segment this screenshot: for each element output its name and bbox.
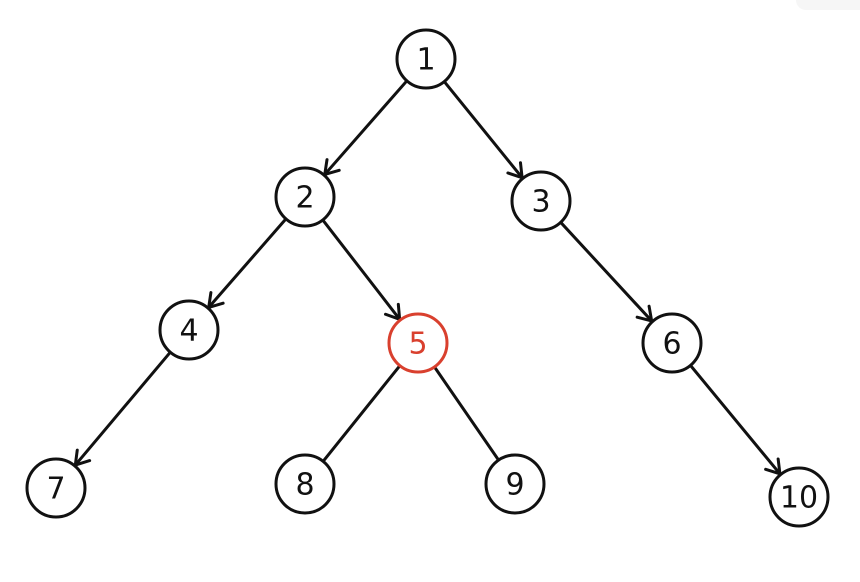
edge-1-2 [323,79,409,176]
edge-1-3 [442,80,524,180]
node-label: 5 [408,327,427,362]
edge-6-10 [688,363,782,476]
node-label: 7 [46,472,65,507]
node-circle [395,28,457,90]
edge-2-5 [321,218,402,321]
edges-layer [73,79,782,476]
edge-line [322,364,402,463]
tree-node-8: 8 [274,453,336,515]
node-circle [641,312,703,374]
node-circle [158,299,220,361]
corner-tab [796,0,860,10]
edge-line [323,79,409,176]
edge-line [688,363,782,476]
tree-node-5: 5 [387,312,449,374]
node-label: 6 [662,327,681,362]
node-circle [25,457,87,519]
edge-line [73,350,172,467]
node-circle [484,453,546,515]
edge-2-4 [207,217,288,309]
edge-line [432,365,500,461]
node-label: 4 [179,314,198,349]
node-circle [387,312,449,374]
node-label: 8 [295,468,314,503]
node-circle [274,453,336,515]
node-label: 10 [780,481,818,516]
node-circle [274,166,336,228]
node-label: 2 [295,181,314,216]
edge-line [559,220,654,323]
edge-5-8 [322,364,402,463]
nodes-layer: 1 2 3 4 5 6 7 8 9 10 [25,28,830,528]
node-label: 9 [505,468,524,503]
node-label: 1 [416,43,435,78]
tree-node-6: 6 [641,312,703,374]
edge-line [321,218,402,321]
tree-node-1: 1 [395,28,457,90]
node-label: 3 [531,185,550,220]
tree-node-4: 4 [158,299,220,361]
tree-node-10: 10 [768,466,830,528]
edge-5-9 [432,365,500,461]
tree-node-9: 9 [484,453,546,515]
edge-4-7 [73,350,172,467]
node-circle [768,466,830,528]
tree-node-7: 7 [25,457,87,519]
tree-node-2: 2 [274,166,336,228]
edge-3-6 [559,220,654,323]
tree-node-3: 3 [510,170,572,232]
edge-line [442,80,524,180]
edge-line [207,217,288,309]
node-circle [510,170,572,232]
